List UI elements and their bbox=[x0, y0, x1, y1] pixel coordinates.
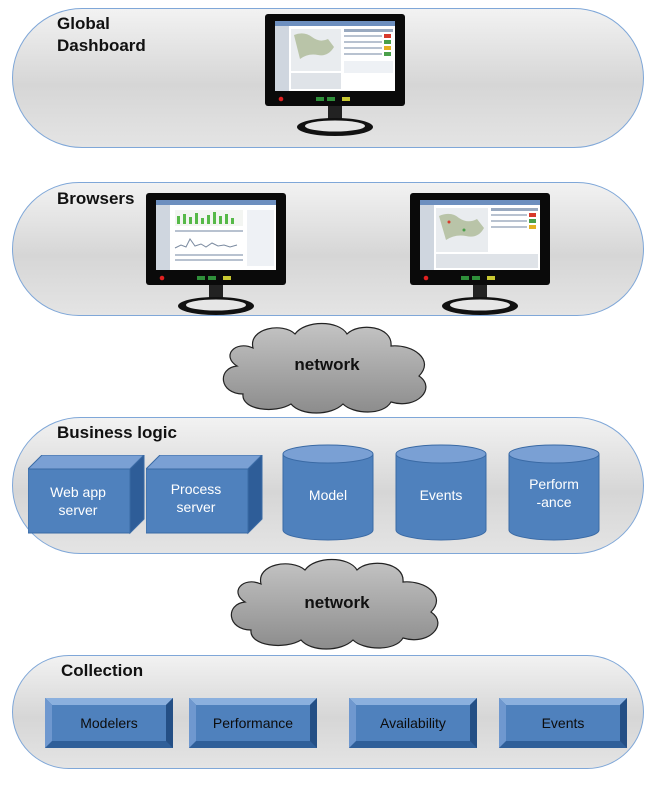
availability-collector-box: Availability bbox=[349, 698, 477, 748]
collection-title: Collection bbox=[61, 661, 144, 680]
performance-collector-box: Performance bbox=[189, 698, 317, 748]
performance-db-label: Perform -ance bbox=[529, 476, 579, 510]
events-database-icon: Events bbox=[395, 444, 487, 542]
availability-label: Availability bbox=[380, 715, 446, 731]
events-collector-label: Events bbox=[541, 715, 585, 731]
browsers-title: Browsers bbox=[57, 189, 135, 208]
business-logic-title: Business logic bbox=[57, 423, 177, 442]
web-app-server-box: Web app server bbox=[26, 453, 146, 535]
model-database-icon: Model bbox=[282, 444, 374, 542]
global-dashboard-title: Global Dashboard bbox=[57, 14, 146, 55]
process-server-label: Process server bbox=[170, 481, 222, 515]
model-label: Model bbox=[308, 487, 348, 503]
network-cloud-icon: network bbox=[213, 318, 441, 416]
dashboard-monitor-icon bbox=[264, 13, 406, 139]
events-db-label: Events bbox=[419, 487, 463, 503]
events-collector-box: Events bbox=[499, 698, 627, 748]
modelers-label: Modelers bbox=[80, 715, 138, 731]
web-app-server-label: Web app server bbox=[50, 484, 106, 518]
network-label-2: network bbox=[304, 593, 370, 612]
browser-monitor-icon bbox=[145, 192, 287, 318]
network-cloud-icon-2: network bbox=[221, 554, 453, 652]
process-server-box: Process server bbox=[144, 453, 264, 535]
network-label: network bbox=[294, 355, 360, 374]
performance-label: Performance bbox=[212, 715, 294, 731]
modelers-collector-box: Modelers bbox=[45, 698, 173, 748]
performance-database-icon: Perform -ance bbox=[508, 444, 600, 542]
browser-map-monitor-icon bbox=[409, 192, 551, 318]
